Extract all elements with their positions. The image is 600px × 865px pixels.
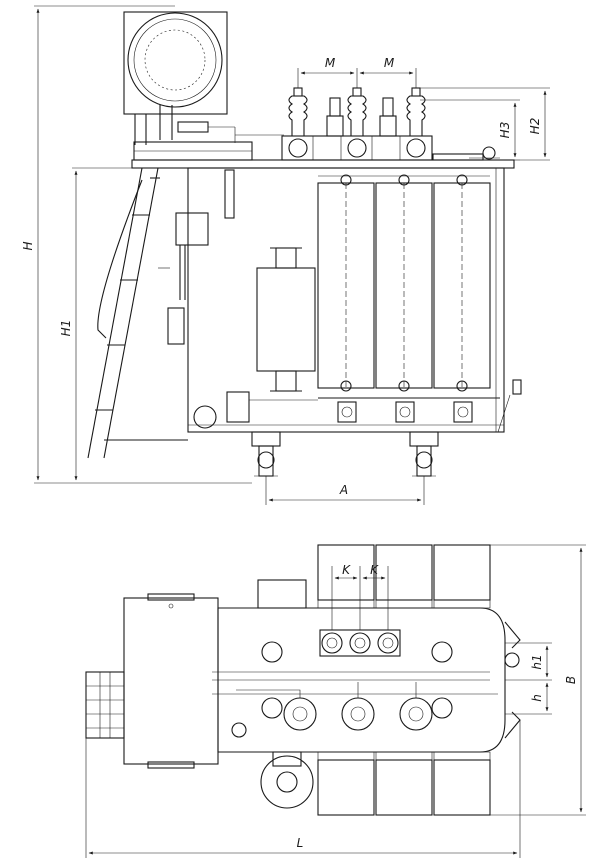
- top-bushings-large: [283, 697, 433, 731]
- tank-outline-top: [217, 607, 506, 753]
- tank-cover: [131, 159, 515, 169]
- gas-relay: [482, 146, 496, 160]
- dim-label-h: h: [530, 694, 544, 702]
- bushing-3: [406, 87, 426, 136]
- wheel-right: [409, 431, 439, 477]
- ladder: [87, 167, 188, 459]
- tank-body: [187, 167, 505, 433]
- dim-label-K-right: K: [370, 563, 379, 577]
- conservator-tank: [123, 11, 284, 145]
- dim-L: L: [85, 720, 521, 858]
- radiators: [317, 174, 491, 392]
- dim-label-K-left: K: [342, 563, 351, 577]
- dim-H2: H2: [420, 87, 550, 161]
- dim-label-h1: h1: [530, 654, 544, 669]
- dim-label-L: L: [297, 836, 304, 850]
- dim-label-H: H: [21, 241, 35, 250]
- low-voltage-bushings: [326, 97, 397, 137]
- side-view: H H1 H3 H2 M M: [21, 5, 550, 505]
- dim-K: K K: [331, 563, 389, 630]
- conservator-top: [123, 593, 219, 769]
- dim-label-H2: H2: [528, 118, 542, 135]
- top-view: K K h1 h B L: [85, 544, 586, 858]
- dim-label-M-right: M: [384, 56, 395, 70]
- dim-label-H3: H3: [498, 122, 512, 139]
- pump-top: [260, 751, 314, 809]
- dim-label-M-left: M: [325, 56, 336, 70]
- dim-H: H: [21, 5, 252, 484]
- side-equipment: [167, 169, 318, 429]
- cover-flanges: [231, 641, 453, 738]
- wheel-left: [251, 431, 281, 477]
- dim-H1: H1: [59, 167, 132, 481]
- top-bushings-small: [319, 629, 401, 657]
- bushing-turrets: [281, 135, 433, 161]
- dim-label-B: B: [564, 676, 578, 684]
- ladder-top: [85, 671, 125, 739]
- top-radiators-lower: [317, 751, 491, 816]
- dim-H3: H3: [420, 99, 520, 161]
- dim-B: B: [490, 544, 586, 816]
- dim-label-A: A: [339, 483, 348, 497]
- dim-A: A: [265, 476, 425, 505]
- dim-h1: h1: [505, 642, 552, 681]
- bushing-2: [347, 87, 367, 136]
- radiator-valves: [318, 397, 500, 423]
- dim-label-H1: H1: [59, 320, 73, 337]
- control-cabinet: [256, 247, 316, 392]
- bushing-1: [288, 87, 308, 136]
- dim-M: M M: [297, 56, 417, 88]
- dim-h: h: [505, 682, 552, 715]
